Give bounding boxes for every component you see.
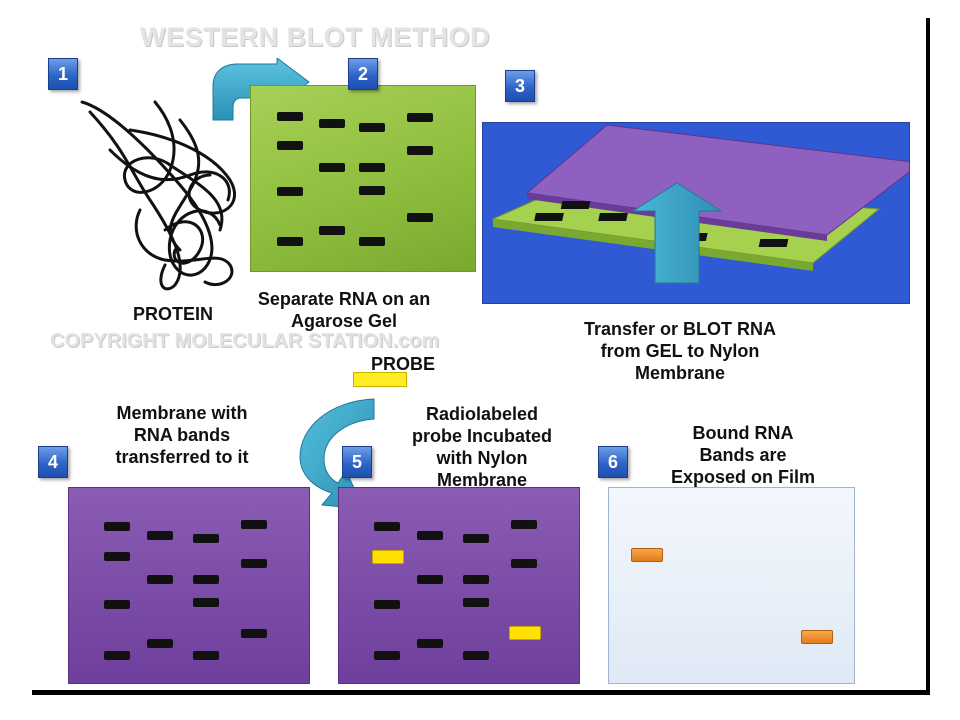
membrane-band	[193, 651, 219, 660]
gel-band	[319, 163, 345, 172]
step-1-badge: 1	[48, 58, 78, 90]
membrane-band	[193, 598, 219, 607]
blot-transfer-illustration	[491, 124, 923, 284]
tangled-protein-strand-icon	[80, 100, 237, 291]
membrane-band	[104, 600, 130, 609]
membrane-band	[463, 534, 489, 543]
gel-band	[277, 112, 303, 121]
membrane-band	[104, 552, 130, 561]
step-3-label: Transfer or BLOT RNA from GEL to Nylon M…	[540, 318, 820, 384]
gel-band	[359, 123, 385, 132]
gel-band	[319, 119, 345, 128]
step-4-label-line-2: RNA bands	[133, 425, 231, 445]
exposed-film	[608, 487, 855, 684]
membrane-band	[241, 559, 267, 568]
gel-band	[359, 237, 385, 246]
gel-band	[319, 226, 345, 235]
membrane-band	[374, 522, 400, 531]
gel-band	[407, 213, 433, 222]
membrane-band	[104, 651, 130, 660]
membrane-band	[104, 522, 130, 531]
step-3-badge: 3	[505, 70, 535, 102]
up-arrow-icon	[631, 182, 723, 284]
agarose-gel	[250, 85, 476, 272]
membrane-band	[193, 534, 219, 543]
step-2-label: Separate RNA on an Agarose Gel	[224, 288, 464, 332]
step-5-label-line-2: probe Incubated	[411, 426, 552, 446]
film-band	[631, 548, 663, 562]
probe-bound-band	[372, 550, 404, 564]
membrane-band	[147, 639, 173, 648]
gel-band	[407, 146, 433, 155]
membrane-band	[463, 575, 489, 584]
membrane-band	[147, 531, 173, 540]
step-6-label: Bound RNA Bands are Exposed on Film	[628, 422, 858, 488]
probe-strip	[353, 372, 407, 387]
step-2-label-line-1: Separate RNA on an	[257, 289, 431, 309]
step-3-label-line-2: from GEL to Nylon	[600, 341, 760, 361]
step-6-label-line-3: Exposed on Film	[670, 467, 816, 487]
step-5-label-line-1: Radiolabeled	[425, 404, 539, 424]
membrane-band	[374, 600, 400, 609]
gel-band	[277, 187, 303, 196]
step-3-label-line-3: Membrane	[634, 363, 726, 383]
membrane-band	[417, 575, 443, 584]
probe-label: PROBE	[370, 354, 435, 374]
step-5-label-line-4: Membrane	[436, 470, 528, 490]
membrane-band	[147, 575, 173, 584]
step-1-label: PROTEIN	[132, 304, 213, 324]
step-2-badge: 2	[348, 58, 378, 90]
gel-band	[277, 237, 303, 246]
membrane-band	[241, 629, 267, 638]
gel-band	[359, 186, 385, 195]
step-6-label-line-1: Bound RNA	[692, 423, 794, 443]
copyright-watermark: COPYRIGHT MOLECULAR STATION.com	[50, 330, 440, 352]
membrane-with-bands	[68, 487, 310, 684]
membrane-band	[417, 639, 443, 648]
step-4-label-line-1: Membrane with	[116, 403, 248, 423]
step-2-label-line-2: Agarose Gel	[290, 311, 398, 331]
step-5-label: Radiolabeled probe Incubated with Nylon …	[382, 403, 582, 491]
membrane-band	[417, 531, 443, 540]
membrane-band	[374, 651, 400, 660]
probe-bound-band	[509, 626, 541, 640]
film-band	[801, 630, 833, 644]
gel-band	[359, 163, 385, 172]
membrane-band	[511, 520, 537, 529]
blot-transfer-panel	[482, 122, 923, 304]
step-6-badge: 6	[598, 446, 628, 478]
frame-right-border	[926, 18, 930, 694]
membrane-band	[463, 651, 489, 660]
step-5-label-line-3: with Nylon	[436, 448, 528, 468]
membrane-band	[511, 559, 537, 568]
membrane-band	[241, 520, 267, 529]
step-4-label-line-3: transferred to it	[115, 447, 249, 467]
step-5-badge: 5	[342, 446, 372, 478]
membrane-with-probe	[338, 487, 580, 684]
step-6-label-line-2: Bands are	[699, 445, 787, 465]
step-4-badge: 4	[38, 446, 68, 478]
step-4-label: Membrane with RNA bands transferred to i…	[82, 402, 282, 468]
gel-band	[277, 141, 303, 150]
membrane-band	[193, 575, 219, 584]
gel-band	[407, 113, 433, 122]
membrane-band	[463, 598, 489, 607]
diagram-title: WESTERN BLOT METHOD	[140, 22, 490, 52]
frame-bottom-border	[32, 690, 930, 695]
step-3-label-line-1: Transfer or BLOT RNA	[583, 319, 777, 339]
